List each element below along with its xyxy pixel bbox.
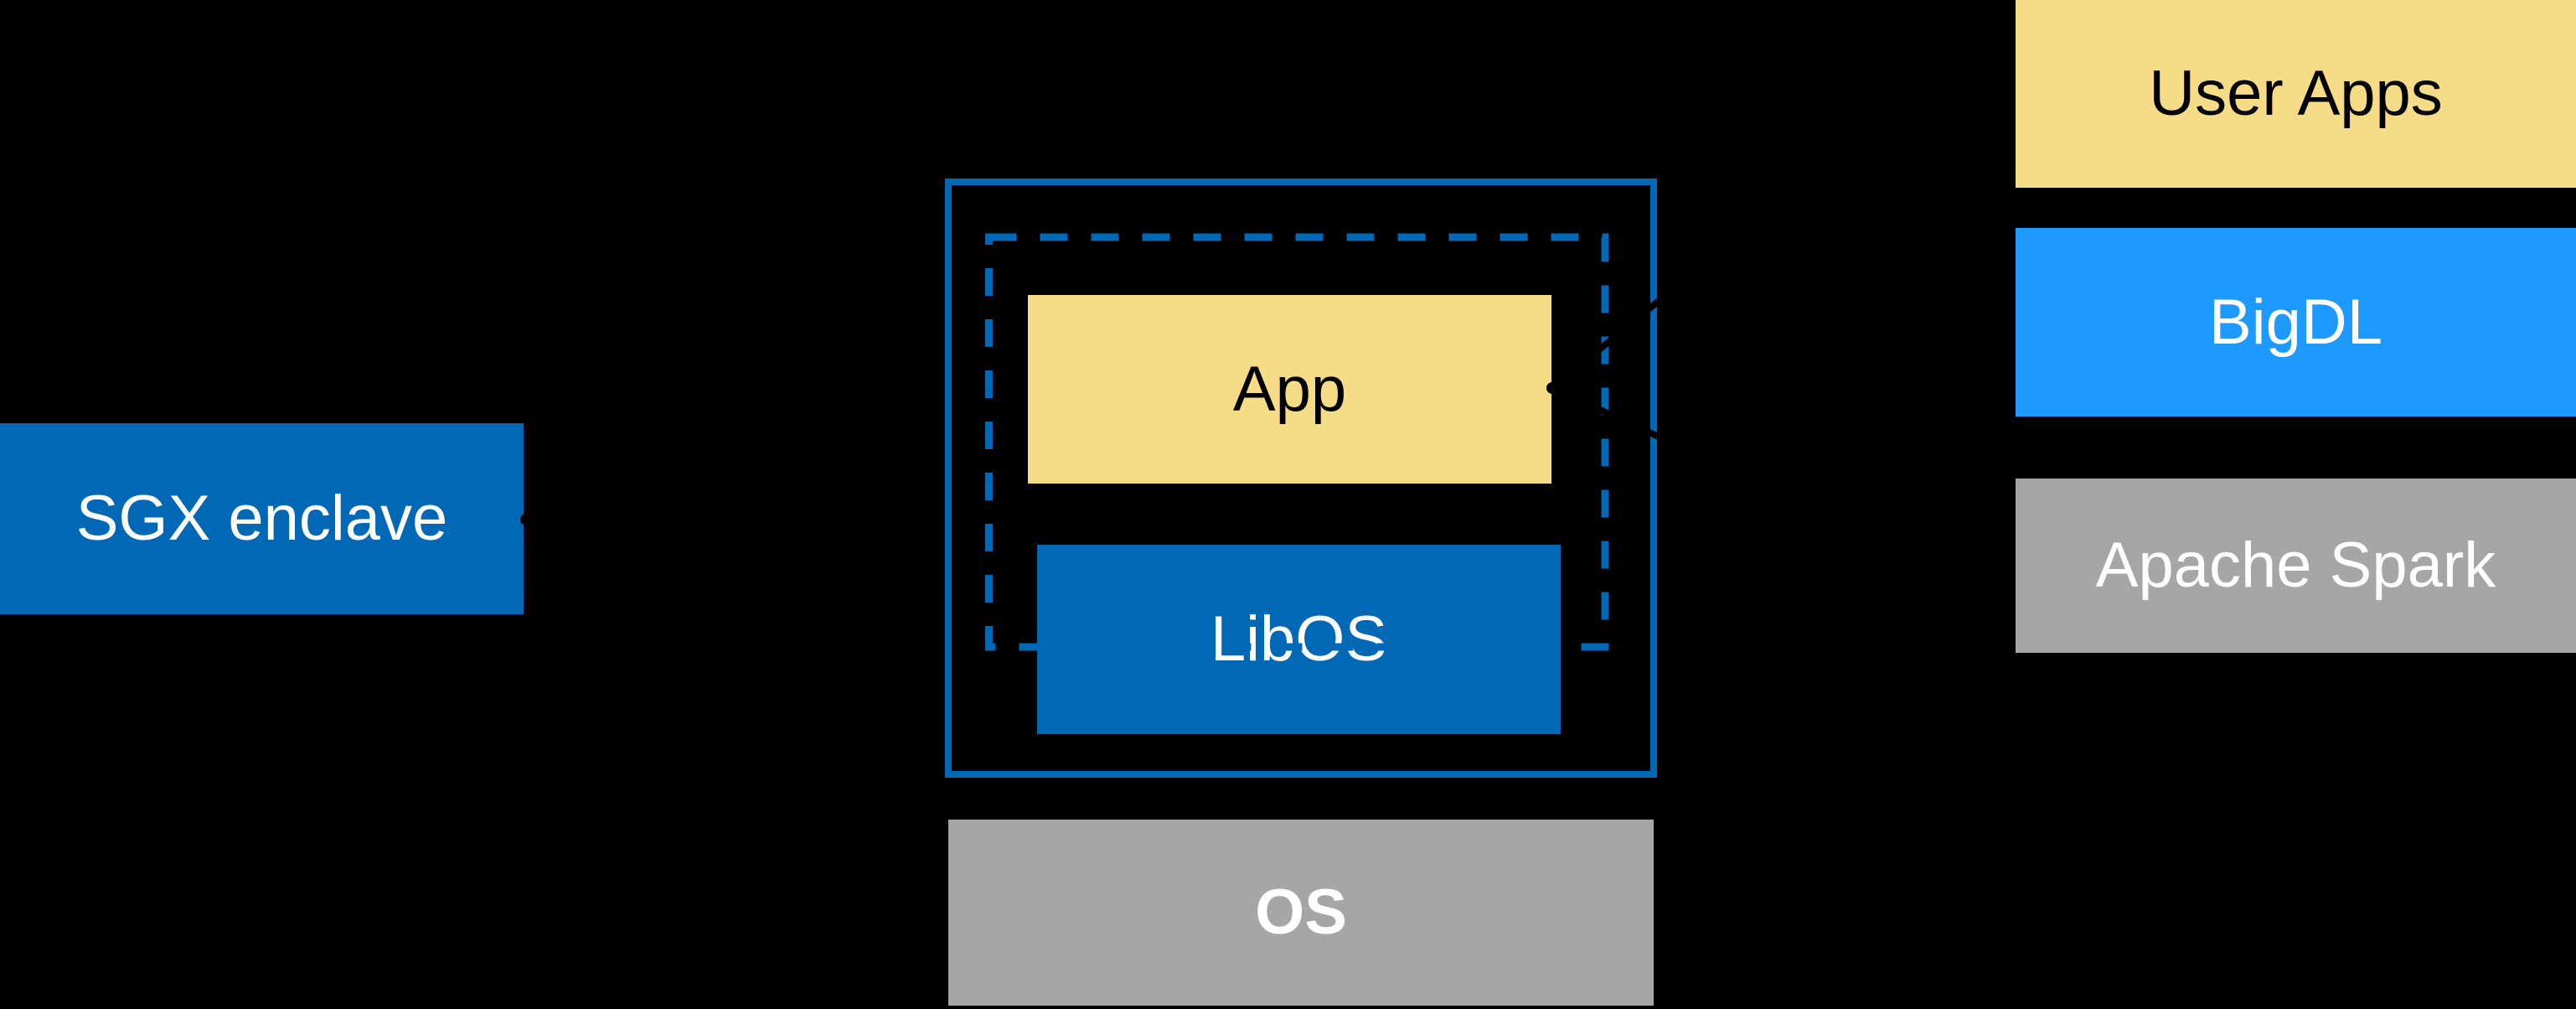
connector-arrowhead-icon bbox=[920, 508, 942, 531]
apache-spark-label: Apache Spark bbox=[2095, 530, 2496, 601]
os-box: OS bbox=[948, 820, 1654, 1006]
os-label: OS bbox=[1255, 877, 1347, 948]
libos-label: LibOS bbox=[1210, 603, 1388, 675]
sgx-enclave-label: SGX enclave bbox=[75, 483, 448, 554]
bigdl-label: BigDL bbox=[2209, 286, 2382, 358]
libos-box: LibOS bbox=[1037, 545, 1561, 734]
user-apps-box: User Apps bbox=[2016, 0, 2576, 188]
app-box: App bbox=[1028, 295, 1551, 484]
user-apps-label: User Apps bbox=[2149, 58, 2443, 129]
bigdl-box: BigDL bbox=[2016, 228, 2576, 417]
app-label: App bbox=[1232, 353, 1347, 425]
apache-spark-box: Apache Spark bbox=[2016, 479, 2576, 653]
sgx-enclave-connector bbox=[520, 508, 942, 531]
sgx-enclave-box: SGX enclave bbox=[0, 423, 524, 614]
